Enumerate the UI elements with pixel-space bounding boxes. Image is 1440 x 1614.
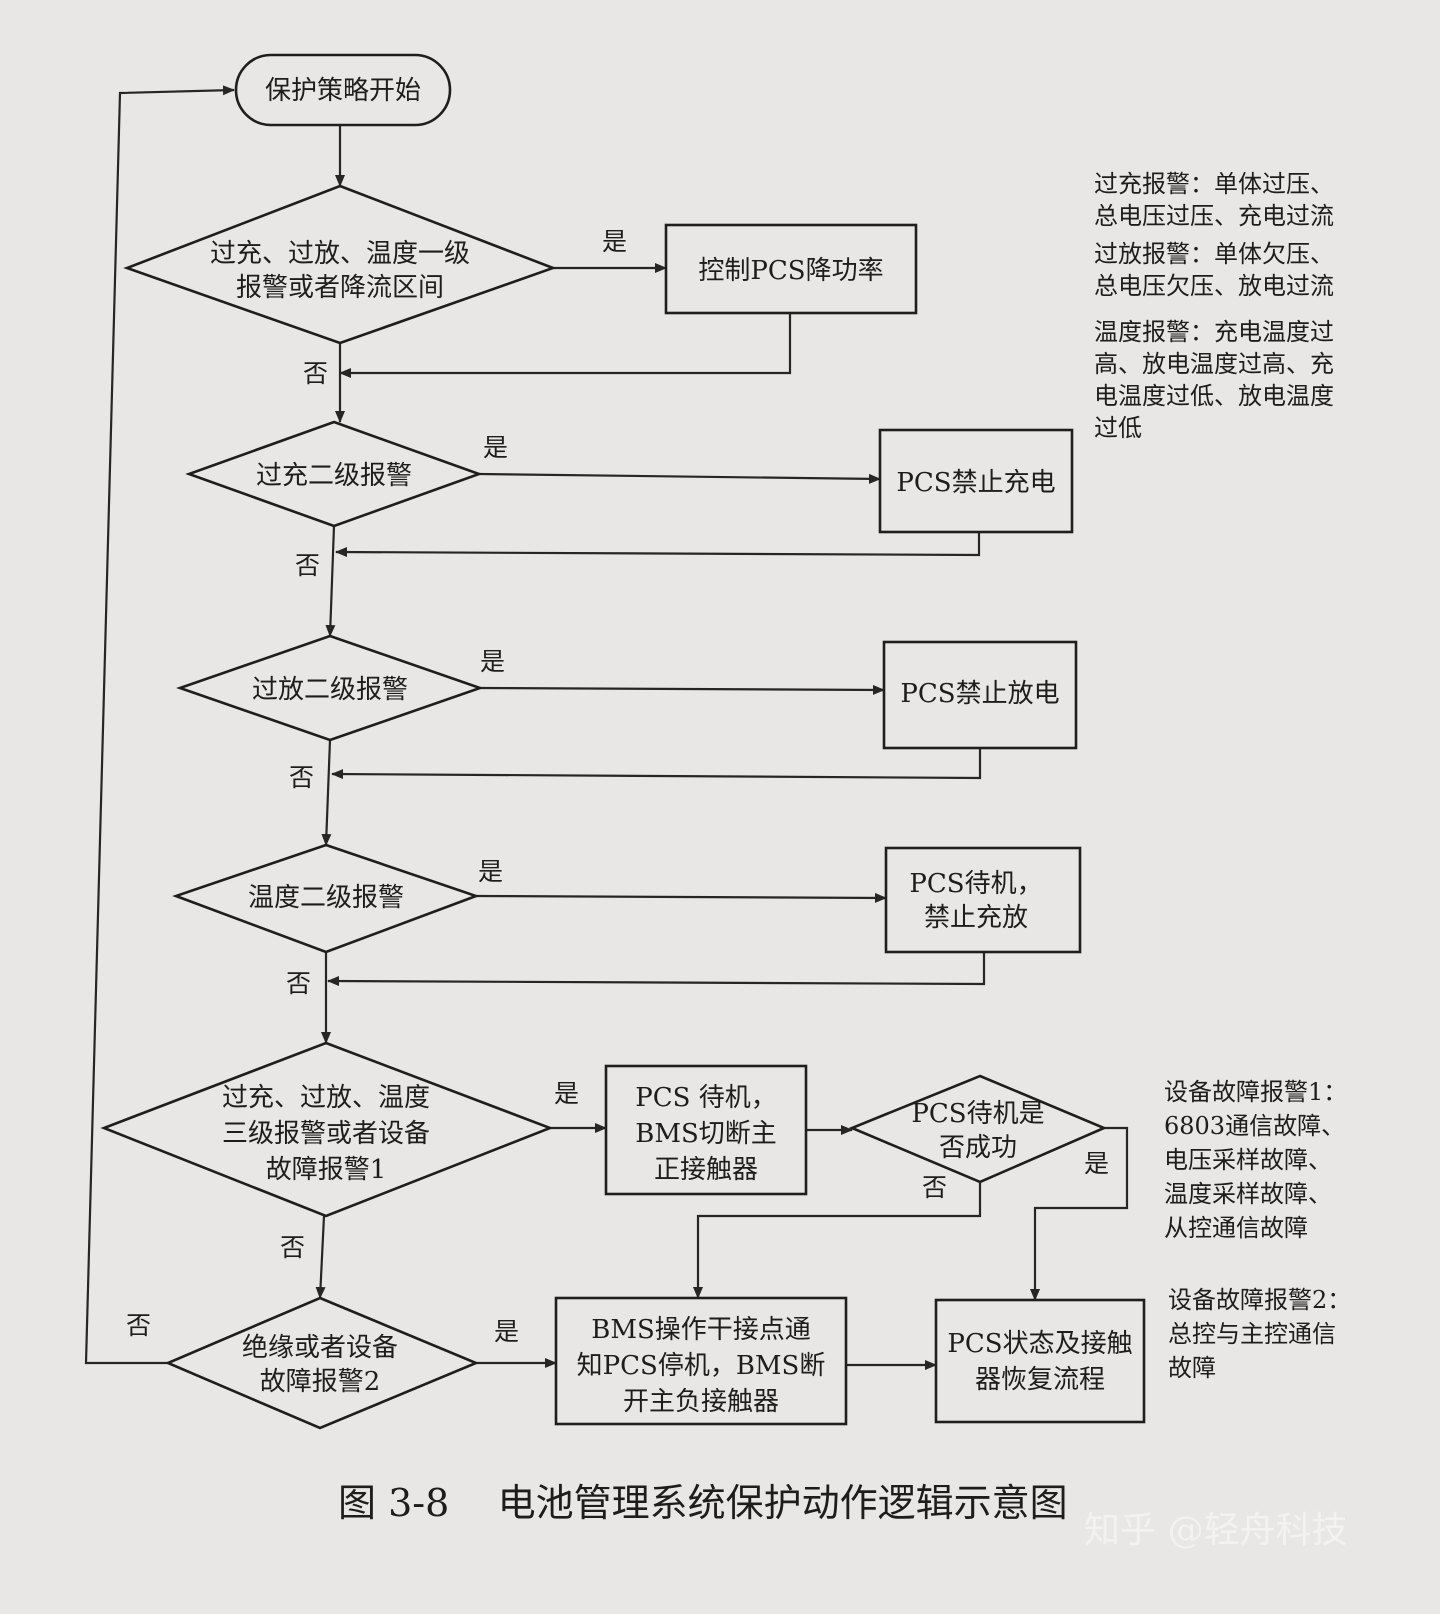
action-bms-dry-contact-stop: BMS操作干接点通 知PCS停机，BMS断 开主负接触器 xyxy=(554,1296,848,1426)
yes-label-d6: 是 xyxy=(1084,1149,1109,1178)
note-line: 过充报警：单体过压、 xyxy=(1094,170,1334,198)
no-label-d3: 否 xyxy=(289,763,314,792)
note-line: 总电压欠压、放电过流 xyxy=(1094,272,1334,300)
note-line: 过低 xyxy=(1094,414,1142,442)
decision2-label: 过充二级报警 xyxy=(256,461,412,491)
decision-overdischarge-level2: 过放二级报警 xyxy=(176,634,484,742)
action7-line1: BMS操作干接点通 xyxy=(591,1315,811,1345)
branch-labels: 是 否 是 否 是 否 是 否 是 否 是 否 否 是 xyxy=(126,227,1109,1346)
action2-label: PCS禁止充电 xyxy=(896,468,1055,498)
arrow-a3-return xyxy=(331,748,982,780)
decision5-line1: 过充、过放、温度 xyxy=(222,1083,430,1113)
fault1-line: 设备故障报警1： xyxy=(1164,1078,1347,1106)
fault1-line: 从控通信故障 xyxy=(1164,1214,1308,1242)
decision1-line2: 报警或者降流区间 xyxy=(236,273,444,303)
no-label-d7: 否 xyxy=(126,1311,151,1340)
watermark: 知乎 @轻舟科技 xyxy=(1084,1510,1347,1551)
arrow-d6-no xyxy=(693,1182,982,1299)
arrow-d2-to-d3 xyxy=(325,525,336,637)
decision-standby-success: PCS待机是 否成功 xyxy=(848,1074,1108,1184)
note-line: 电温度过低、放电温度 xyxy=(1094,382,1334,410)
action5-line2: BMS切断主 xyxy=(635,1119,777,1149)
action-reduce-power: 控制PCS降功率 xyxy=(664,223,918,315)
action-pcs-recovery: PCS状态及接触 器恢复流程 xyxy=(934,1298,1146,1424)
arrow-a1-return xyxy=(339,313,792,378)
decision7-line1: 绝缘或者设备 xyxy=(242,1333,398,1363)
yes-label-d7: 是 xyxy=(494,1317,519,1346)
decision-level3-or-fault1: 过充、过放、温度 三级报警或者设备 故障报警1 xyxy=(100,1041,554,1218)
fault1-line: 电压采样故障、 xyxy=(1164,1146,1332,1174)
arrow-d3-yes xyxy=(479,684,885,695)
decision7-line2: 故障报警2 xyxy=(260,1367,381,1397)
arrow-d6-yes xyxy=(1030,1126,1129,1301)
yes-label-d4: 是 xyxy=(478,857,503,886)
action7-line3: 开主负接触器 xyxy=(623,1387,779,1417)
decision6-line1: PCS待机是 xyxy=(911,1099,1044,1129)
no-label-d5: 否 xyxy=(280,1233,305,1262)
decision6-line2: 否成功 xyxy=(939,1133,1017,1163)
no-label-d2: 否 xyxy=(295,551,320,580)
yes-label-d5: 是 xyxy=(554,1079,579,1108)
action1-label: 控制PCS降功率 xyxy=(698,256,883,286)
action4-line1: PCS待机， xyxy=(909,869,1042,899)
action5-line3: 正接触器 xyxy=(654,1155,758,1185)
action-standby-no-charge-discharge: PCS待机， 禁止充放 xyxy=(884,846,1082,954)
note-line: 温度报警：充电温度过 xyxy=(1094,318,1334,346)
start-node: 保护策略开始 xyxy=(234,53,452,127)
decision-overcharge-level2: 过充二级报警 xyxy=(185,420,483,528)
decision4-label: 温度二级报警 xyxy=(248,883,404,913)
decision-insulation-or-fault2: 绝缘或者设备 故障报警2 xyxy=(164,1296,480,1430)
decision-temperature-level2: 温度二级报警 xyxy=(172,843,480,954)
connectors xyxy=(84,85,1129,1370)
fault2-line: 总控与主控通信 xyxy=(1168,1320,1336,1348)
note-line: 过放报警：单体欠压、 xyxy=(1094,240,1334,268)
decision-level1-alarm: 过充、过放、温度一级 报警或者降流区间 xyxy=(123,184,557,345)
arrow-a2-return xyxy=(335,532,981,558)
fault1-line: 6803通信故障、 xyxy=(1164,1112,1345,1140)
decision1-line1: 过充、过放、温度一级 xyxy=(210,239,470,269)
action5-line1: PCS 待机， xyxy=(635,1083,776,1113)
action-forbid-charge: PCS禁止充电 xyxy=(878,428,1074,534)
yes-label-d1: 是 xyxy=(602,227,627,256)
yes-label-d2: 是 xyxy=(483,433,508,462)
fault2-note: 设备故障报警2： 总控与主控通信 故障 xyxy=(1168,1286,1351,1382)
no-label-d6: 否 xyxy=(922,1173,947,1202)
action-forbid-discharge: PCS禁止放电 xyxy=(882,640,1078,750)
arrow-d3-to-d4 xyxy=(321,739,332,846)
action8-line2: 器恢复流程 xyxy=(975,1365,1105,1395)
decision3-label: 过放二级报警 xyxy=(252,675,408,705)
arrow-d5-to-d7 xyxy=(315,1215,326,1299)
yes-label-d3: 是 xyxy=(480,647,505,676)
action7-line2: 知PCS停机，BMS断 xyxy=(577,1351,826,1381)
decision5-line2: 三级报警或者设备 xyxy=(222,1119,430,1149)
fault1-line: 温度采样故障、 xyxy=(1164,1180,1332,1208)
action-bms-cut-positive-contactor: PCS 待机， BMS切断主 正接触器 xyxy=(604,1064,808,1196)
no-label-d4: 否 xyxy=(286,969,311,998)
start-label: 保护策略开始 xyxy=(265,76,421,106)
arrow-a4-return xyxy=(327,952,986,987)
figure-caption: 图 3-8 电池管理系统保护动作逻辑示意图 xyxy=(338,1481,1068,1525)
arrow-d7-no-loop xyxy=(84,85,235,1365)
note-line: 高、放电温度过高、充 xyxy=(1094,350,1334,378)
fault2-line: 设备故障报警2： xyxy=(1168,1286,1351,1314)
no-label-d1: 否 xyxy=(303,359,328,388)
action8-line1: PCS状态及接触 xyxy=(947,1329,1132,1359)
arrow-d4-yes xyxy=(475,892,887,903)
alarm-definitions-note: 过充报警：单体过压、 总电压过压、充电过流 过放报警：单体欠压、 总电压欠压、放… xyxy=(1094,170,1334,442)
action3-label: PCS禁止放电 xyxy=(900,679,1059,709)
note-line: 总电压过压、充电过流 xyxy=(1094,202,1334,230)
fault1-note: 设备故障报警1： 6803通信故障、 电压采样故障、 温度采样故障、 从控通信故… xyxy=(1164,1078,1347,1242)
action4-line2: 禁止充放 xyxy=(924,903,1028,933)
decision5-line3: 故障报警1 xyxy=(266,1155,387,1185)
fault2-line: 故障 xyxy=(1168,1354,1216,1382)
arrow-d2-yes xyxy=(478,472,881,484)
